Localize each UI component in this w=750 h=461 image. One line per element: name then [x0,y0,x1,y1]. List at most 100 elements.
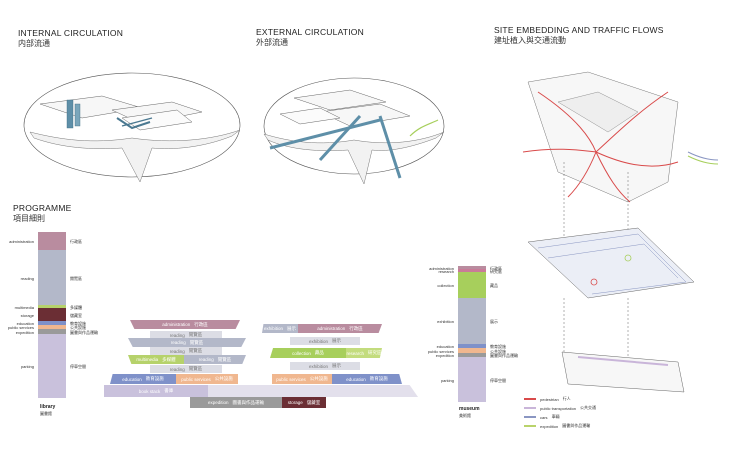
legend-label-zh-cars: 車輛 [551,414,560,419]
library-segment-reading [38,250,66,305]
museum-segment-collection [458,272,486,298]
library-name-zh: 圖書館 [40,411,52,416]
museum-label-zh-education: 教育設施 [490,344,506,349]
internal-circulation-diagram [23,72,241,183]
library-label-zh-storage: 儲藏室 [70,312,82,318]
library-segment-administration [38,232,66,250]
museum-segment-education [458,344,486,348]
museum-label-parking: parking [440,377,454,383]
museum-label-zh-public_services: 公共設施 [490,348,506,354]
museum-label-exhibition: exhibition [437,319,454,324]
external-circulation-title: EXTERNAL CIRCULATION [256,27,364,37]
library-label-zh-multimedia: 多媒體 [70,304,82,310]
library-segment-parking [38,334,66,398]
programme-subtitle: 項目細則 [13,214,45,223]
library-label-zh-reading: 閱覽區 [70,275,82,281]
museum-programme-column: administration 行政區 research 研究區 collection 藏品… [428,266,518,402]
museum-name-zh: 美術館 [459,413,471,418]
library-label-zh-administration: 行政區 [70,239,82,244]
library-programme-column: administration 行政區 reading 閱覽區 multimedia 多媒體… [8,232,98,400]
internal-circulation-title: INTERNAL CIRCULATION [18,28,124,38]
library-segment-storage [38,308,66,321]
museum-label-administration: administration [429,265,454,271]
library-label-storage: storage [20,312,34,318]
legend-label-zh-pedestrian: 行人 [562,396,571,401]
library-label-zh-expedition: 圖書與作品運輸 [70,329,98,335]
library-label-public_services: public services [7,325,34,330]
museum-label-zh-research: 研究區 [490,268,502,274]
museum-label-zh-expedition: 圖書與作品運輸 [490,353,518,358]
legend-swatch-expedition_line [524,425,536,427]
library-label-reading: reading [20,275,34,281]
library-segment-education [38,321,66,325]
legend-label-cars: cars [540,414,548,420]
library-segment-multimedia [38,305,66,308]
museum-label-zh-administration: 行政區 [490,265,502,271]
museum-label-research: research [438,268,454,274]
legend-label-public_transport: public transportation [540,405,577,411]
museum-segment-exhibition [458,298,486,344]
museum-segment-parking [458,357,486,402]
legend-swatch-cars [524,416,536,418]
museum-label-zh-exhibition: 展示 [490,319,498,324]
library-name: library [40,404,56,410]
legend-swatch-pedestrian [524,398,536,400]
museum-segment-public_services [458,348,486,353]
programme-title: PROGRAMME [13,203,72,213]
library-segment-expedition [38,329,66,334]
library-segment-public_services [38,325,66,329]
legend-label-pedestrian: pedestrian [540,396,559,402]
library-label-zh-public_services: 公共設施 [70,325,86,330]
site-embedding-subtitle: 建址植入與交通流動 [494,36,566,45]
site-traffic-diagram [522,71,719,393]
museum-segment-expedition [458,353,486,357]
library-label-multimedia: multimedia [14,304,34,310]
legend-swatch-public_transport [524,407,536,409]
internal-circulation-subtitle: 内部流通 [18,39,50,48]
museum-label-zh-collection: 藏品 [490,283,498,288]
site-embedding-title: SITE EMBEDDING AND TRAFFIC FLOWS [494,25,664,35]
library-label-zh-parking: 停車空間 [70,364,86,369]
library-label-education: education [16,321,34,326]
museum-label-zh-parking: 停車空間 [490,377,506,383]
museum-label-expedition: expedition [435,353,454,358]
museum-name: museum [459,406,480,412]
museum-label-public_services: public services [427,348,454,354]
legend-label-expedition_line: expedition [540,423,559,429]
museum-segment-research [458,269,486,272]
external-circulation-subtitle: 外部流通 [256,38,288,47]
legend-label-zh-expedition_line: 圖書與作品運輸 [562,423,591,428]
library-label-zh-education: 教育設施 [70,321,86,326]
external-circulation-diagram [263,77,445,185]
museum-label-education: education [436,344,454,349]
library-label-parking: parking [20,364,34,369]
library-label-administration: administration [9,239,34,244]
museum-label-collection: collection [437,283,454,288]
legend-label-zh-public_transport: 公共交通 [580,405,597,410]
